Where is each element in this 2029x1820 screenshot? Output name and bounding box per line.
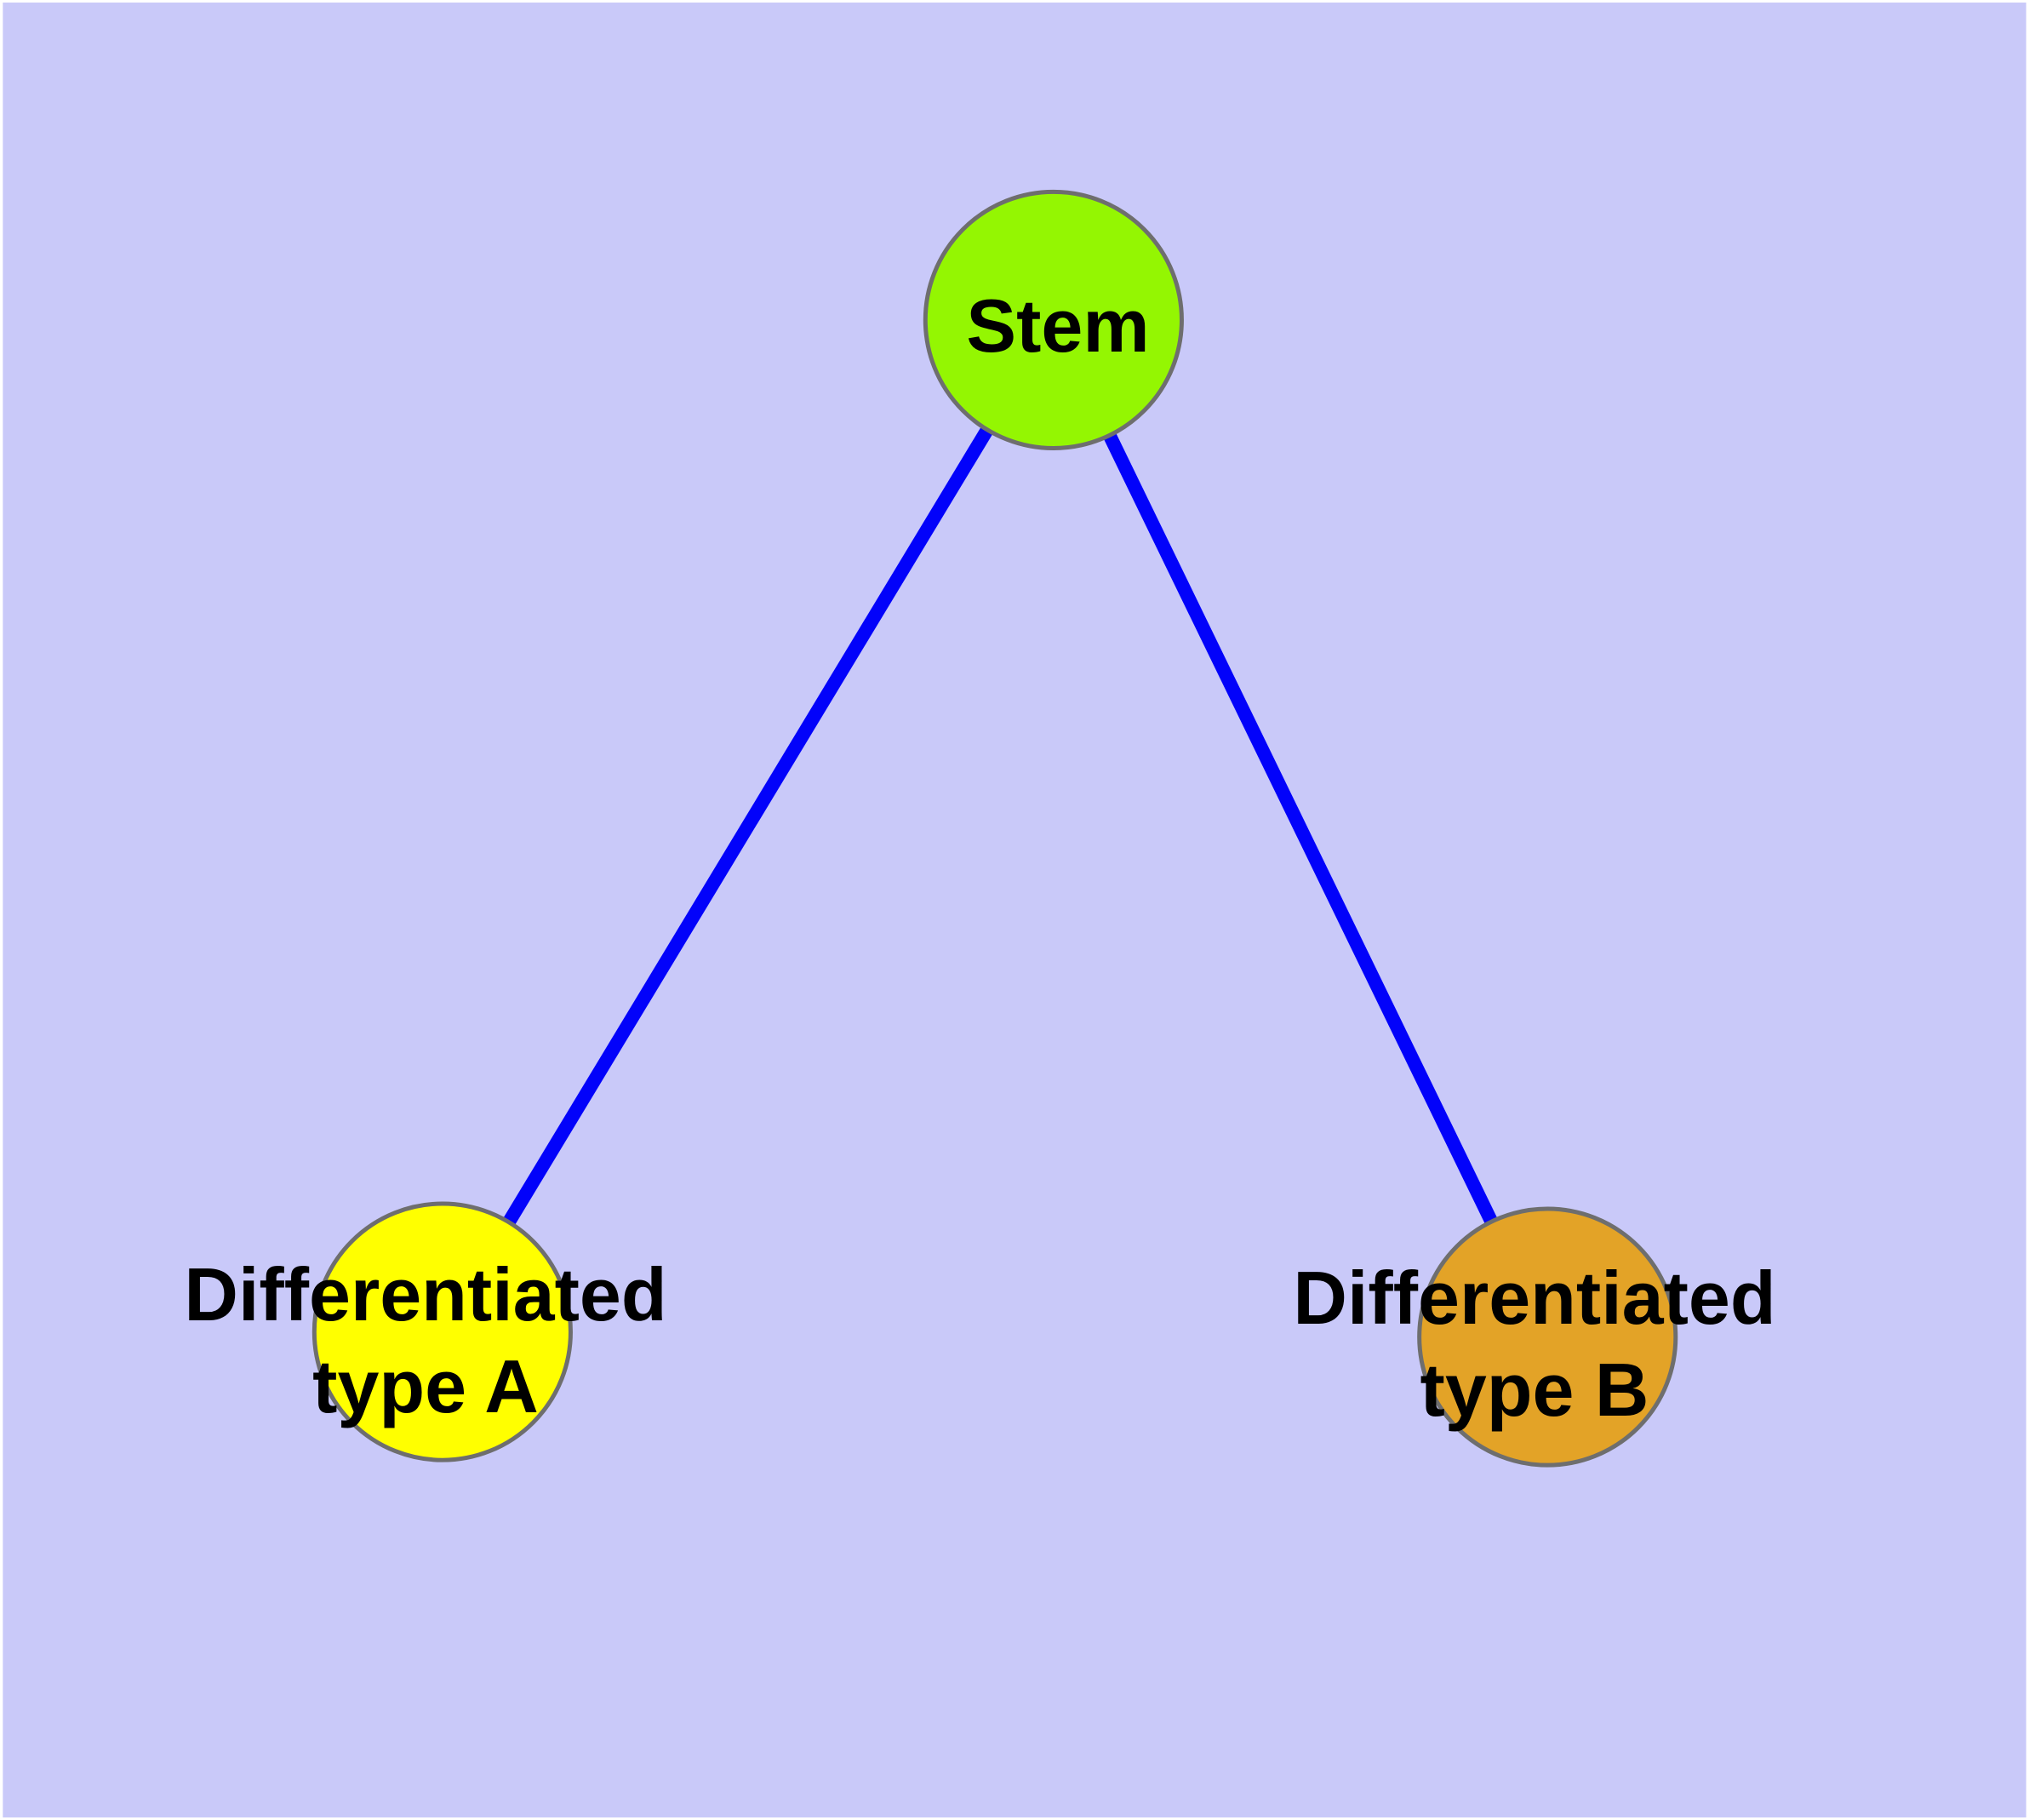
node-differentiated-type-b-circle [1417,1206,1678,1468]
graph-drawing [3,3,2026,1817]
edge-stem-to-type-b [1047,317,1554,1341]
edge-stem-to-type-a [437,316,1060,1336]
node-stem-circle [923,189,1184,451]
node-differentiated-type-a-circle [311,1201,573,1462]
